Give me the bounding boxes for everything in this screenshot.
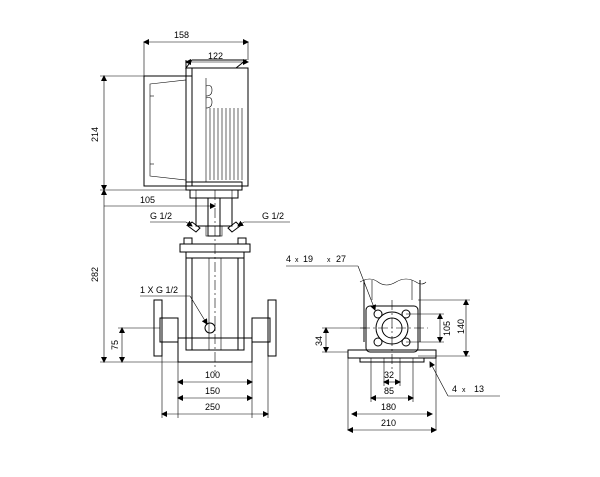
dim-32: 32 [384,370,394,380]
cooling-fins [205,85,243,180]
outlet-port [251,317,271,343]
dim-122: 122 [208,51,223,61]
dim-105-side: 105 [442,321,452,336]
side-dimensions: 34 32 85 180 210 105 140 [314,299,470,433]
label-holes-count: 4 [286,254,291,264]
coupling-guard [189,189,239,199]
dim-282: 282 [90,267,100,282]
label-feet-x: x [462,387,466,394]
side-view [347,278,437,372]
label-holes-x2: x [327,257,331,264]
coupling-housing [195,197,233,227]
drain-plug [204,322,216,334]
dim-210: 210 [381,418,396,428]
bolt-hole-1 [373,309,383,319]
dim-85: 85 [384,386,394,396]
dim-214: 214 [90,127,100,142]
front-dimensions: 158 122 214 105 282 75 100 150 250 [90,30,269,418]
label-feet-d: 13 [474,384,484,394]
dim-75: 75 [110,340,120,350]
motor-housing [191,67,249,187]
terminal-box-lid [149,79,187,181]
dim-180: 180 [381,402,396,412]
motor-top-cap [185,59,248,69]
label-holes-x: x [295,257,299,264]
dim-150: 150 [205,386,220,396]
break-line [359,278,427,286]
dim-100: 100 [205,370,220,380]
front-view [143,59,277,372]
label-drain: 1 X G 1/2 [140,285,178,295]
inlet-port [159,317,179,343]
shaft [207,197,221,237]
label-feet-count: 4 [452,384,457,394]
dim-158: 158 [174,30,189,40]
terminal-box [143,75,193,187]
dim-250: 250 [205,402,220,412]
bolt-hole-3 [373,337,383,347]
side-labels: 4 x 19 x 27 4 x 13 [286,254,500,397]
vent-plug-left [183,221,201,245]
front-labels: G 1/2 G 1/2 1 X G 1/2 [140,211,290,325]
dim-140: 140 [456,319,466,334]
label-holes-pcd: 27 [336,254,346,264]
vent-plug-right [227,221,247,245]
label-holes-d: 19 [303,254,313,264]
dim-34: 34 [314,336,324,346]
dim-105: 105 [140,195,155,205]
label-g-right: G 1/2 [262,211,284,221]
label-g-left: G 1/2 [150,211,172,221]
outlet-flange [267,299,277,357]
